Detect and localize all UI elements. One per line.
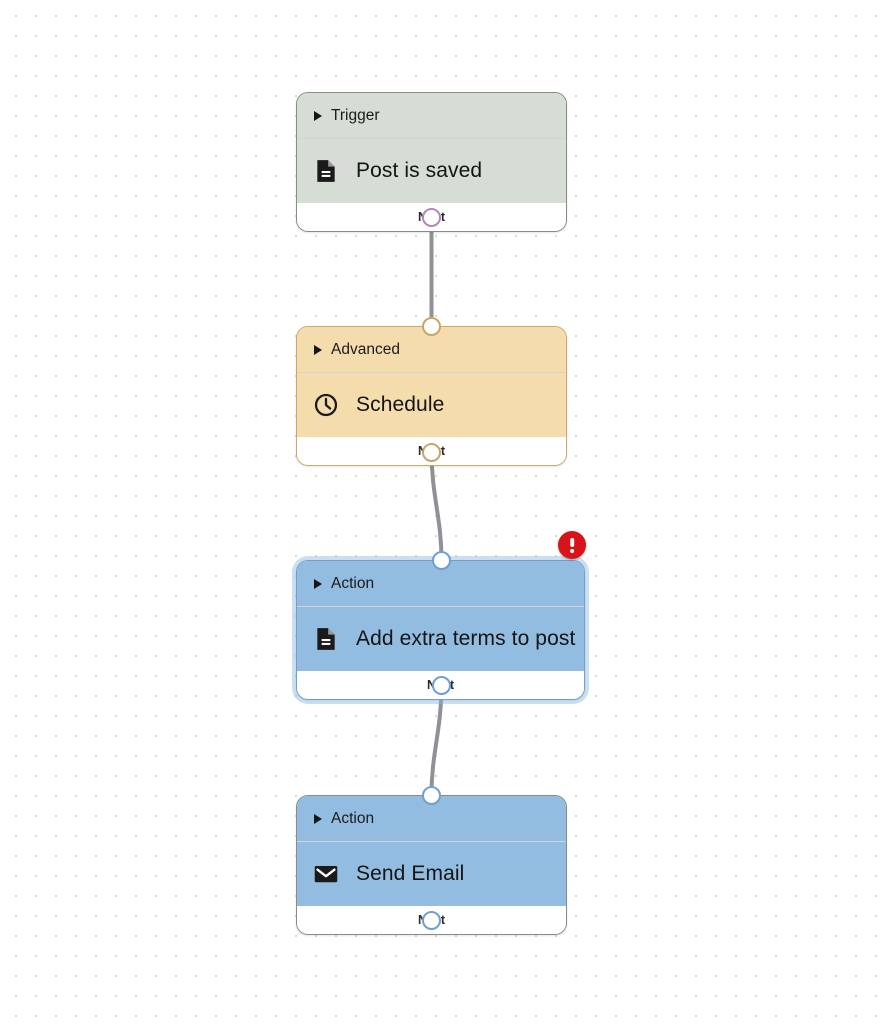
- node-divider: [297, 606, 584, 607]
- node-divider: [297, 841, 566, 842]
- node-title-label: Post is saved: [356, 159, 483, 182]
- exclamation-bar: [570, 538, 574, 547]
- node-category-label: Action: [331, 574, 375, 592]
- exclamation-dot: [570, 549, 574, 553]
- output-port-trigger[interactable]: [422, 208, 441, 227]
- node-divider: [297, 138, 566, 139]
- disclosure-triangle-icon[interactable]: [314, 578, 322, 589]
- node-body-trigger[interactable]: Post is saved: [297, 139, 566, 203]
- error-badge-icon[interactable]: [558, 531, 586, 559]
- workflow-node-advanced[interactable]: Advanced Schedule Next: [296, 326, 567, 466]
- clock-icon: [314, 393, 338, 417]
- node-title-label: Send Email: [356, 862, 465, 885]
- input-port-action-send-email[interactable]: [422, 786, 441, 805]
- output-port-action-terms[interactable]: [432, 676, 451, 695]
- input-port-action-terms[interactable]: [432, 551, 451, 570]
- disclosure-triangle-icon[interactable]: [314, 813, 322, 824]
- node-body-action-send-email[interactable]: Send Email: [297, 842, 566, 906]
- node-title-label: Schedule: [356, 393, 445, 416]
- disclosure-triangle-icon[interactable]: [314, 110, 322, 121]
- node-body-advanced[interactable]: Schedule: [297, 373, 566, 437]
- node-divider: [297, 372, 566, 373]
- workflow-node-action-add-extra-terms[interactable]: Action Add extra terms to post Next: [296, 560, 585, 700]
- connector-advanced-to-action-terms: [429, 449, 444, 562]
- input-port-advanced[interactable]: [422, 317, 441, 336]
- output-port-advanced[interactable]: [422, 443, 441, 462]
- connector-action-terms-to-send-email: [429, 683, 444, 796]
- output-port-action-send-email[interactable]: [422, 911, 441, 930]
- document-icon: [317, 628, 335, 650]
- node-category-label: Trigger: [331, 106, 380, 124]
- node-header-trigger[interactable]: Trigger: [297, 93, 566, 138]
- node-category-label: Action: [331, 809, 375, 827]
- node-category-label: Advanced: [331, 340, 400, 358]
- node-body-action-terms[interactable]: Add extra terms to post: [297, 607, 584, 671]
- disclosure-triangle-icon[interactable]: [314, 344, 322, 355]
- node-title-label: Add extra terms to post: [356, 627, 576, 650]
- document-icon: [317, 160, 335, 182]
- envelope-icon: [314, 865, 338, 883]
